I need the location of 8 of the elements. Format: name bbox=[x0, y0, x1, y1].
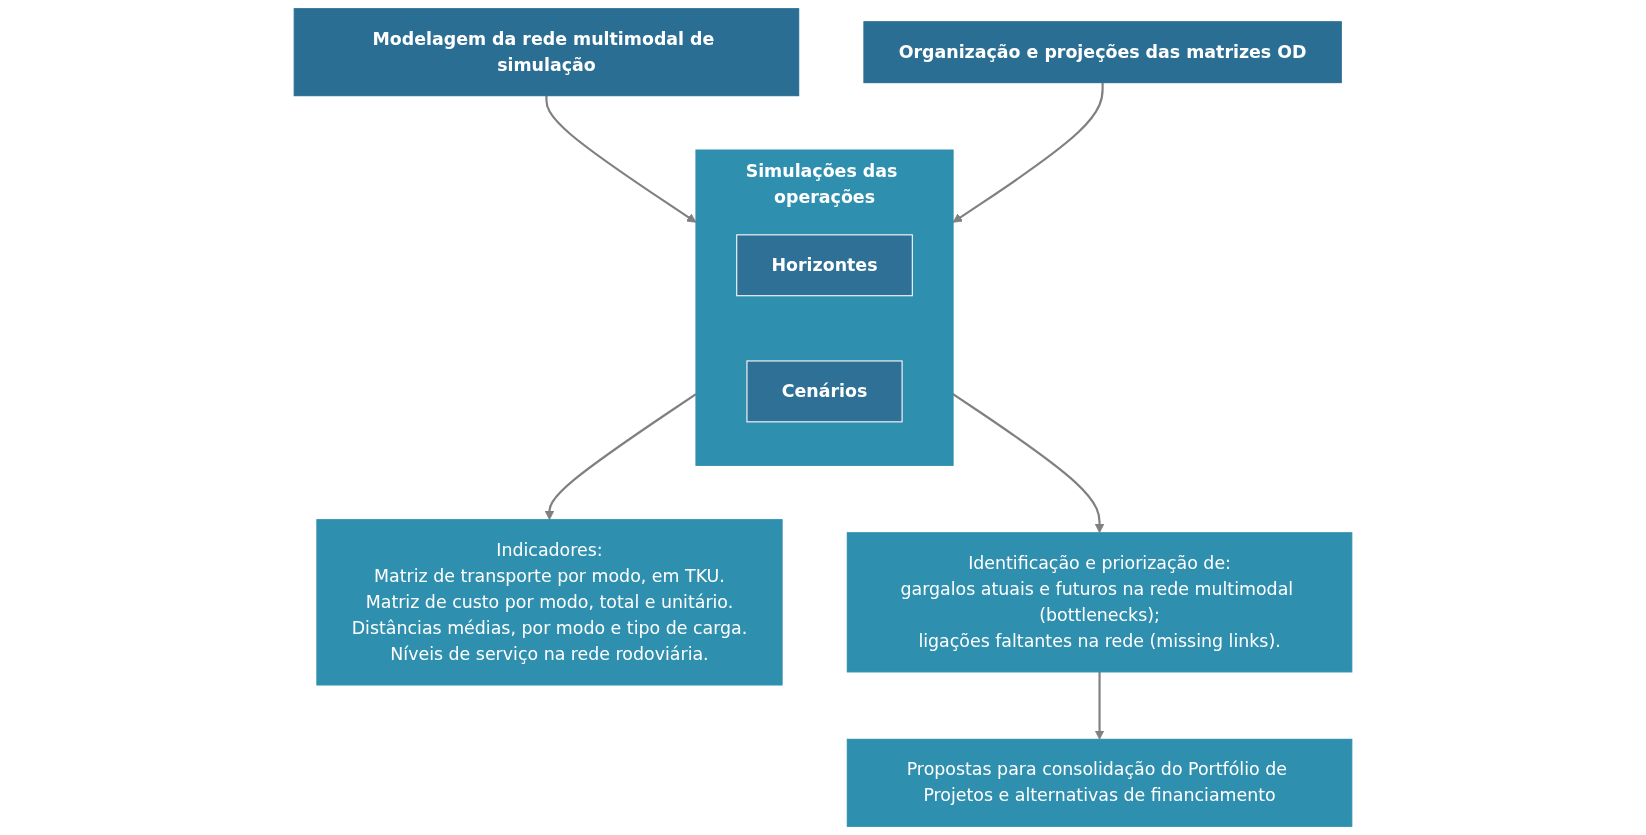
node-box: Cenários bbox=[746, 360, 903, 423]
node-box: Identificação e priorização de: gargalos atuais e futuros na rede multimodal (bottlenecks); ligações faltantes na rede (missing links). bbox=[846, 532, 1353, 673]
node-box: Horizontes bbox=[736, 234, 913, 297]
node-box: Indicadores: Matriz de transporte por modo, em TKU. Matriz de custo por modo, total e unitário. Distâncias médias, por modo e tipo de carga. Níveis de serviço na rede rodoviária. bbox=[316, 519, 783, 686]
node-box: Propostas para consolidação do Portfólio de Projetos e alternativas de financiamento bbox=[846, 738, 1353, 827]
arrow bbox=[1094, 671, 1105, 740]
node-box: Modelagem da rede multimodal de simulação bbox=[293, 8, 800, 97]
node-box: Organização e projeções das matrizes OD bbox=[863, 21, 1342, 84]
